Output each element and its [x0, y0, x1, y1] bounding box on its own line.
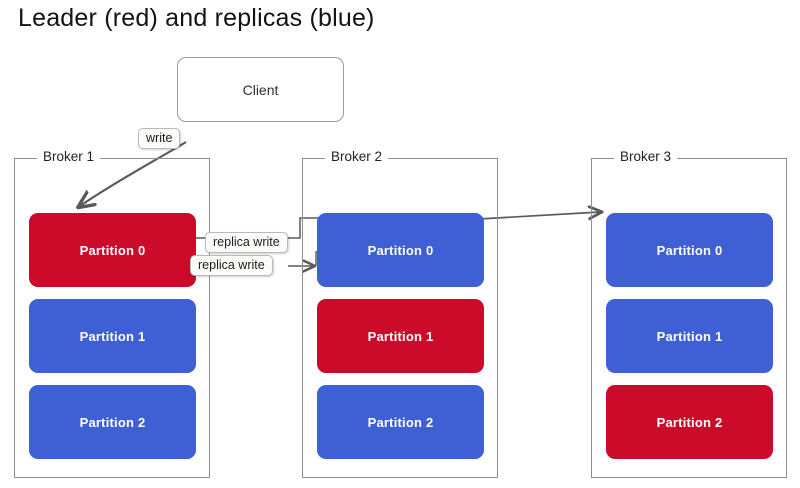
broker-1-partition-0: Partition 0: [29, 213, 196, 287]
partition-label: Partition 1: [367, 328, 434, 344]
broker-group-1: Broker 1 Partition 0 Partition 1 Partiti…: [14, 149, 210, 478]
partition-label: Partition 0: [656, 242, 723, 258]
broker-2-partition-1: Partition 1: [317, 299, 484, 373]
client-node: Client: [177, 57, 344, 122]
broker-1-title: Broker 1: [37, 149, 101, 164]
edge-label-write: write: [138, 128, 181, 149]
broker-3-title: Broker 3: [614, 149, 678, 164]
broker-group-3: Broker 3 Partition 0 Partition 1 Partiti…: [591, 149, 787, 478]
arrow-broker2-to-broker3-replica: [478, 212, 600, 219]
partition-label: Partition 1: [79, 328, 146, 344]
broker-2-title: Broker 2: [325, 149, 389, 164]
partition-label: Partition 0: [367, 242, 434, 258]
broker-group-2: Broker 2 Partition 0 Partition 1 Partiti…: [302, 149, 498, 478]
partition-label: Partition 2: [367, 414, 434, 430]
partition-label: Partition 0: [79, 242, 146, 258]
partition-label: Partition 2: [656, 414, 723, 430]
edge-label-replica-write-lower: replica write: [190, 255, 273, 276]
partition-label: Partition 2: [79, 414, 146, 430]
client-label: Client: [242, 81, 279, 98]
broker-3-partition-2: Partition 2: [606, 385, 773, 459]
edge-label-replica-write-upper: replica write: [205, 232, 288, 253]
page-title: Leader (red) and replicas (blue): [18, 4, 375, 32]
broker-2-partition-0: Partition 0: [317, 213, 484, 287]
broker-1-partition-2: Partition 2: [29, 385, 196, 459]
broker-3-partition-1: Partition 1: [606, 299, 773, 373]
partition-label: Partition 1: [656, 328, 723, 344]
broker-2-partition-2: Partition 2: [317, 385, 484, 459]
broker-1-partition-1: Partition 1: [29, 299, 196, 373]
broker-3-partition-0: Partition 0: [606, 213, 773, 287]
